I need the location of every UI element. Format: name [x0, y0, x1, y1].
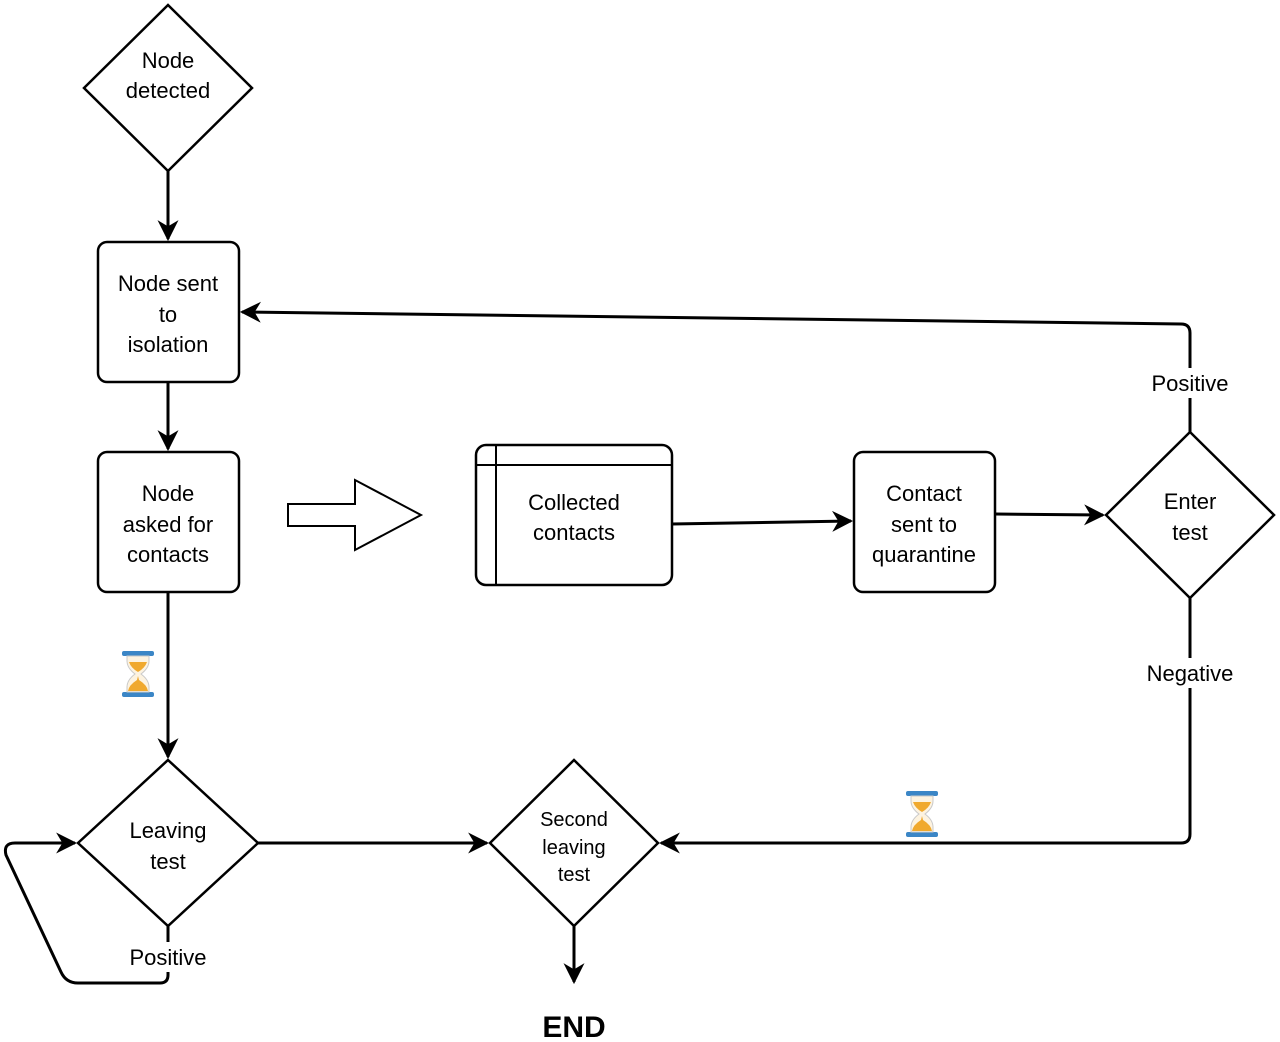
leaving-test-positive-label: Positive — [129, 945, 206, 970]
node-detected-line-2: detected — [126, 78, 210, 103]
quarantine-line-3: quarantine — [872, 542, 976, 567]
collected-line-1: Collected — [528, 490, 620, 515]
node-detected-line-1: Node — [142, 48, 195, 73]
asked-contacts-line-1: Node — [142, 481, 195, 506]
asked-contacts-line-3: contacts — [127, 542, 209, 567]
leaving-test-line-1: Leaving — [129, 818, 206, 843]
collected-line-2: contacts — [533, 520, 615, 545]
isolation-line-1: Node sent — [118, 271, 218, 296]
end-label: END — [542, 1011, 605, 1042]
enter-test-negative-label: Negative — [1147, 661, 1234, 686]
edge-leaving-test-positive-loop — [3, 832, 170, 985]
edge-enter-test-negative — [658, 598, 1192, 854]
enter-test-diamond — [1104, 430, 1276, 600]
edge-quarantine-to-enter-test — [994, 504, 1106, 526]
hourglass-icon — [906, 791, 938, 837]
asked-contacts-line-2: asked for — [123, 512, 214, 537]
quarantine-line-2: sent to — [891, 512, 957, 537]
collected-contacts-storage — [474, 443, 674, 587]
second-leaving-line-1: Second — [540, 809, 608, 831]
edge-enter-test-positive — [239, 301, 1192, 432]
isolation-line-3: isolation — [128, 332, 209, 357]
second-leaving-line-3: test — [558, 864, 591, 886]
enter-test-line-1: Enter — [1164, 489, 1217, 514]
hourglass-icon — [122, 651, 154, 697]
edge-collected-to-quarantine — [671, 510, 854, 532]
leaving-test-line-2: test — [150, 849, 185, 874]
leaving-test-diamond — [76, 758, 260, 928]
enter-test-positive-label: Positive — [1151, 371, 1228, 396]
second-leaving-line-2: leaving — [542, 837, 605, 859]
quarantine-line-1: Contact — [886, 481, 962, 506]
isolation-line-2: to — [159, 302, 177, 327]
quarantine-box — [852, 450, 997, 594]
enter-test-line-2: test — [1172, 520, 1207, 545]
block-arrow — [287, 478, 424, 552]
